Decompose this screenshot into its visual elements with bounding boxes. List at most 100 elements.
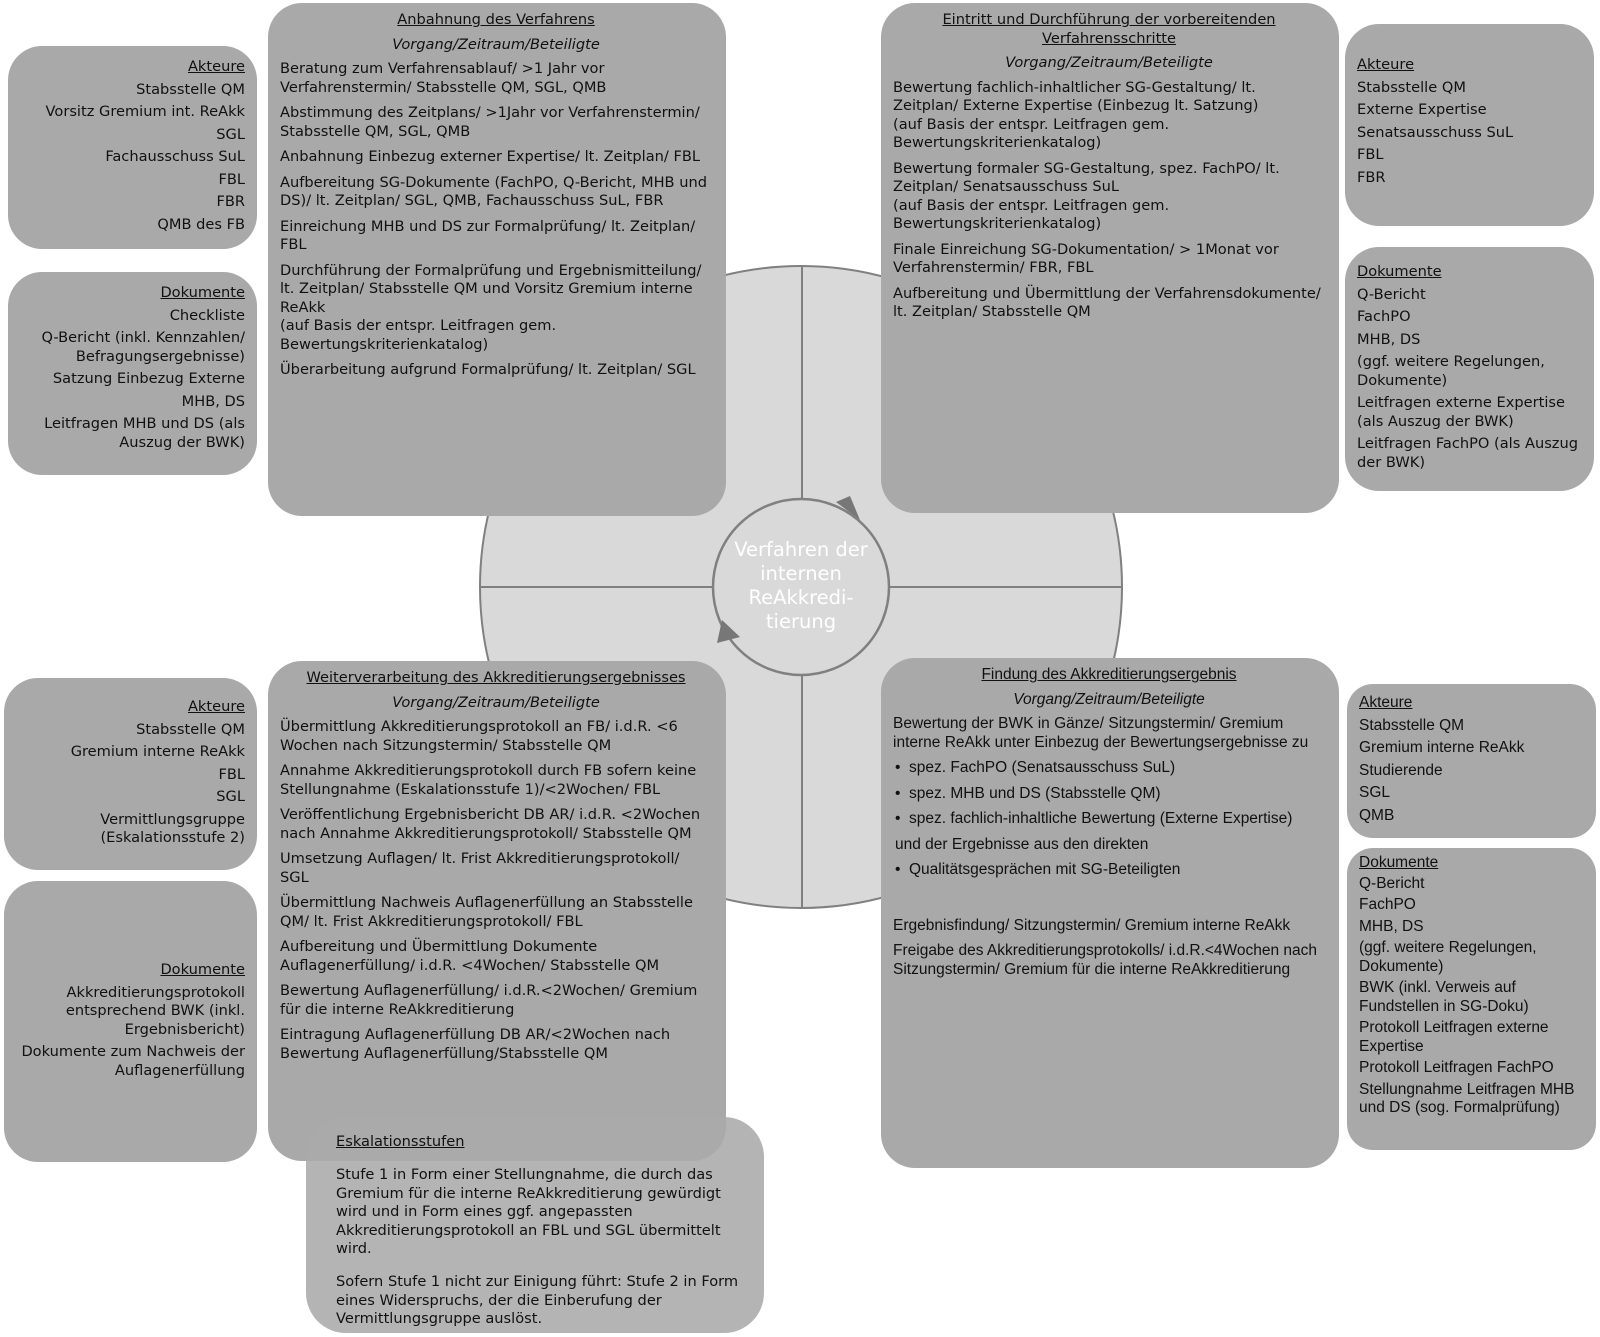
list-item: Leitfragen MHB und DS (als Auszug der BW… [44,415,245,451]
list-item: Studierende [1359,761,1443,779]
bullet-item: spez. FachPO (Senatsausschuss SuL) [893,759,1325,778]
process-step: Abstimmung des Zeitplans/ >1Jahr vor Ver… [280,104,700,140]
akteure-heading: Akteure [1357,56,1415,73]
list-item: Protokoll Leitfragen externe Expertise [1359,1019,1549,1055]
list-item: Q-Bericht (inkl. Kennzahlen/ Befragungse… [41,329,245,365]
process-step: Aufbereitung und Übermittlung Dokumente … [280,938,660,974]
process-step: Freigabe des Akkreditierungsprotokolls/ … [893,942,1318,978]
list-item: SGL [216,125,245,143]
center-label-line: Verfahren der [734,538,869,561]
list-item: FBL [1357,146,1384,163]
list-item: FBL [218,170,245,188]
list-item: Vermittlungsgruppe (Eskalationsstufe 2) [100,810,245,847]
dokumente-heading: Dokumente [160,961,245,978]
list-item: Senatsausschuss SuL [1357,123,1514,141]
list-item: Leitfragen externe Expertise (als Auszug… [1357,394,1565,430]
process-step: Umsetzung Auflagen/ lt. Frist Akkreditie… [280,850,680,886]
akteure-heading: Akteure [187,58,245,75]
process-step: Stufe 1 in Form einer Stellungnahme, die… [336,1166,721,1258]
list-item: Gremium interne ReAkk [1359,739,1525,756]
process-step: Beratung zum Verfahrensablauf/ >1 Jahr v… [280,60,607,96]
list-item: Q-Bericht [1359,874,1425,892]
list-item: Satzung Einbezug Externe [52,370,245,387]
section-title: Findung des Akkreditierungsergebnis [981,666,1237,683]
process-step: Durchführung der Formalprüfung und Ergeb… [280,261,702,353]
bullet-item: spez. MHB und DS (Stabsstelle QM) [893,785,1325,804]
list-item: SGL [1359,784,1391,801]
process-step: Bewertung Auflagenerfüllung/ i.d.R.<2Woc… [280,982,698,1018]
list-item: FBR [216,193,245,210]
process-step: Eintragung Auflagenerfüllung DB AR/<2Woc… [280,1026,671,1062]
process-step: Aufbereitung SG-Dokumente (FachPO, Q-Ber… [280,173,707,210]
process-step: Aufbereitung und Übermittlung der Verfah… [893,284,1321,321]
list-item: SGL [216,788,245,805]
process-step: Einreichung MHB und DS zur Formalprüfung… [280,217,696,254]
weiterverarbeitung-box: Weiterverarbeitung des Akkreditierungser… [268,661,726,1161]
center-label-line: tierung [766,610,836,633]
dokumente-heading: Dokumente [160,284,245,301]
process-step: Annahme Akkreditierungsprotokoll durch F… [280,762,697,798]
process-step: Ergebnisfindung/ Sitzungstermin/ Gremium… [893,916,1291,934]
list-item: MHB, DS [181,392,245,410]
section-subtitle: Vorgang/Zeitraum/Beteiligte [1013,690,1205,708]
eskalation-title: Eskalationsstufen [336,1133,465,1150]
list-item: Checkliste [169,306,245,324]
list-item: Stabsstelle QM [1359,716,1465,734]
list-item: Stellungnahme Leitfragen MHB und DS (sog… [1359,1080,1575,1117]
list-item: (ggf. weitere Regelungen, Dokumente) [1359,939,1537,975]
findung-middle: und der Ergebnisse aus den direkten [895,835,1149,853]
list-item: Leitfragen FachPO (als Auszug der BWK) [1357,435,1578,471]
bullet-item: Qualitätsgesprächen mit SG-Beteiligten [893,861,1325,880]
cycle-arrow-icon [717,620,740,643]
weiter-dokumente-box: Dokumente Akkreditierungsprotokoll entsp… [4,881,257,1162]
list-item: FBL [218,765,245,783]
list-item: Gremium interne ReAkk [70,743,245,760]
section-title: Weiterverarbeitung des Akkreditierungser… [306,669,686,686]
list-item: MHB, DS [1359,917,1424,935]
process-step: Veröffentlichung Ergebnisbericht DB AR/ … [280,806,701,842]
section-subtitle: Vorgang/Zeitraum/Beteiligte [392,693,600,711]
process-step: Anbahnung Einbezug externer Expertise/ l… [280,148,701,165]
eintritt-box: Eintritt und Durchführung der vorbereite… [881,3,1339,513]
process-step: Übermittlung Nachweis Auflagenerfüllung … [280,894,693,930]
list-item: Stabsstelle QM [1357,78,1466,96]
cycle-arrow-icon [836,496,860,520]
list-item: Stabsstelle QM [136,80,245,98]
section-subtitle: Vorgang/Zeitraum/Beteiligte [1005,54,1213,71]
anbahnung-box: Anbahnung des Verfahrens Vorgang/Zeitrau… [268,3,726,516]
process-step: Überarbeitung aufgrund Formalprüfung/ lt… [280,361,696,378]
list-item: MHB, DS [1357,330,1421,348]
list-item: QMB [1359,806,1395,824]
list-item: Akkreditierungsprotokoll entsprechend BW… [65,983,245,1038]
process-step: Bewertung fachlich-inhaltlicher SG-Gesta… [893,78,1259,152]
center-label-line: internen [760,562,842,585]
inner-circle [711,497,891,677]
list-item: (ggf. weitere Regelungen, Dokumente) [1357,353,1545,389]
dokumente-heading: Dokumente [1359,854,1439,871]
findung-box: Findung des Akkreditierungsergebnis Vorg… [881,658,1339,1168]
list-item: FachPO [1359,896,1416,913]
section-title: Eintritt und Durchführung der vorbereite… [942,11,1276,47]
list-item: Protokoll Leitfragen FachPO [1359,1059,1554,1076]
list-item: FBR [1357,168,1386,186]
process-step: Sofern Stufe 1 nicht zur Einigung führt:… [336,1273,739,1328]
section-title: Anbahnung des Verfahrens [397,11,595,28]
findung-intro: Bewertung der BWK in Gänze/ Sitzungsterm… [893,715,1309,751]
list-item: Dokumente zum Nachweis der Auflagenerfül… [21,1043,245,1079]
list-item: Vorsitz Gremium int. ReAkk [45,103,245,120]
list-item: Q-Bericht [1357,285,1426,303]
section-subtitle: Vorgang/Zeitraum/Beteiligte [392,35,600,53]
list-item: BWK (inkl. Verweis auf Fundstellen in SG… [1359,979,1529,1015]
list-item: Fachausschuss SuL [105,148,245,165]
list-item: QMB des FB [157,215,245,233]
list-item: Externe Expertise [1357,101,1487,118]
bullet-item: spez. fachlich-inhaltliche Bewertung (Ex… [893,810,1325,829]
akteure-heading: Akteure [187,698,245,715]
